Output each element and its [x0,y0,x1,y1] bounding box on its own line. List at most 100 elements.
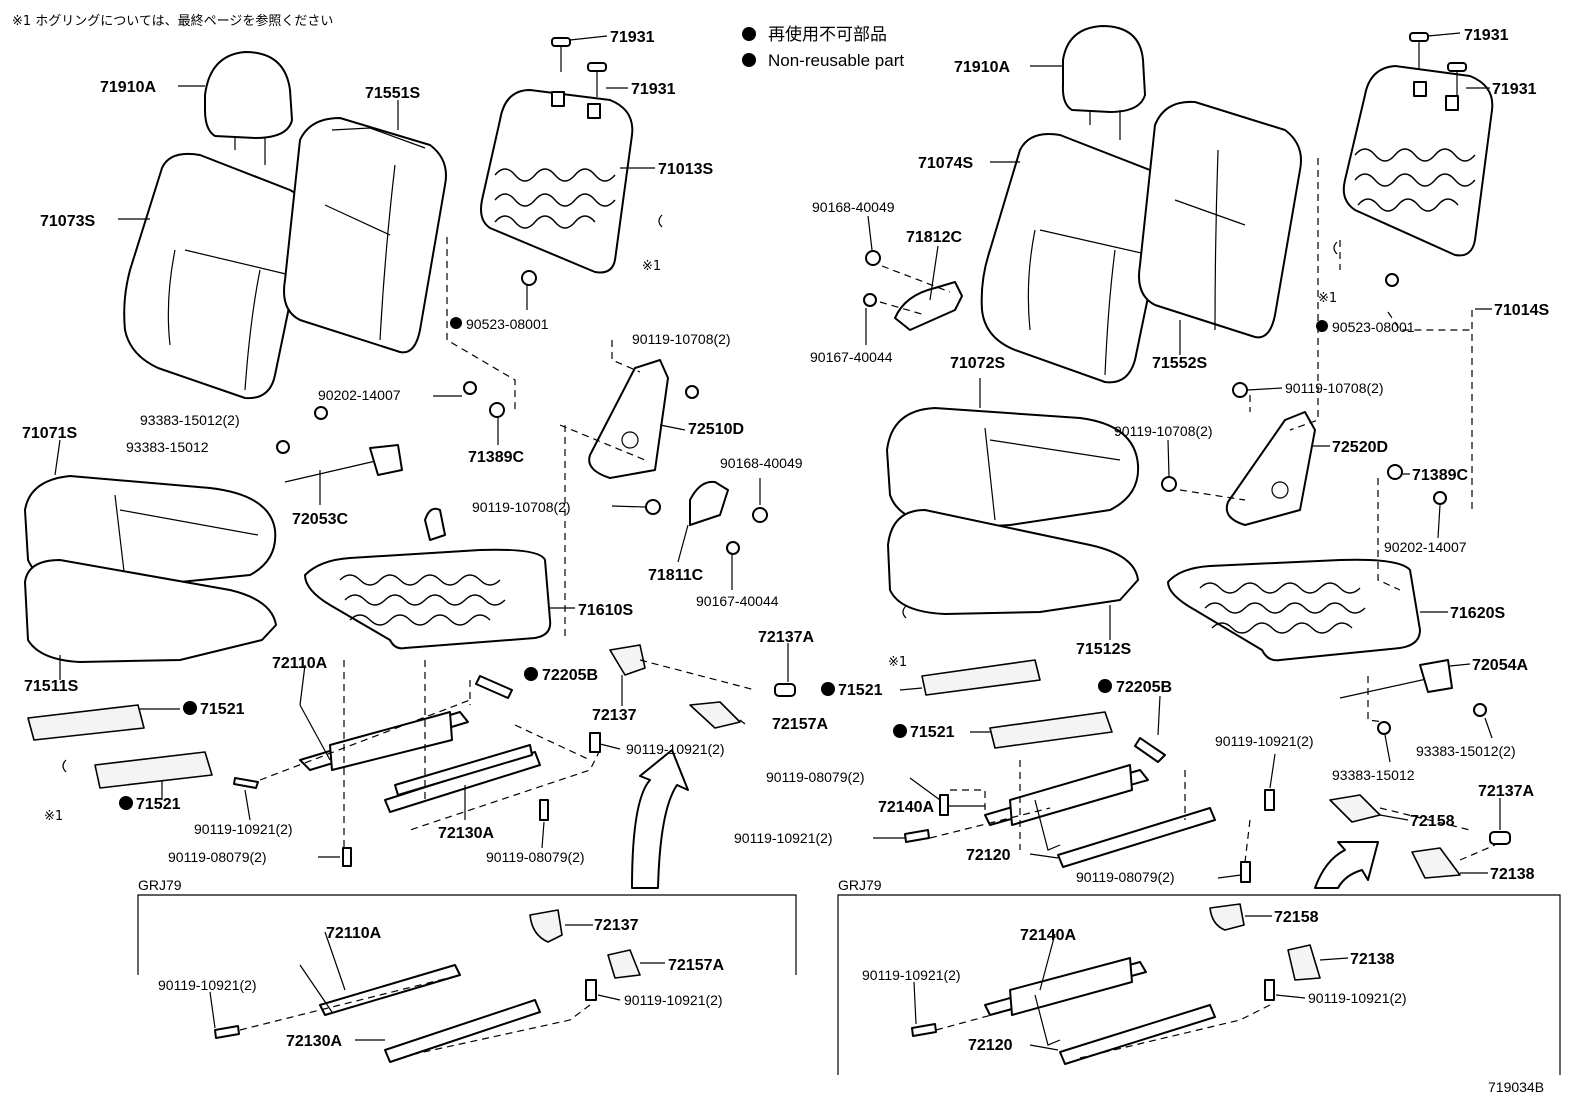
label-90119-10708: 90119-10708(2) [1285,380,1384,396]
legend-bullet-icon [742,53,756,67]
label-72137A: 72137A [1478,783,1534,800]
nut-icon [752,507,768,523]
cover-72137-grj79 [529,909,563,943]
pad-71521 [989,711,1113,749]
label-71521: 71521 [200,701,245,718]
label-90119-08079: 90119-08079(2) [168,849,267,865]
label-72130A: 72130A [438,825,494,842]
label-71512S: 71512S [1076,641,1131,658]
seatback-cover-left [123,152,307,400]
label-71931: 71931 [631,81,676,98]
nut-icon [1387,464,1403,480]
label-90119-10921-grj79: 90119-10921(2) [1308,990,1407,1006]
label-71620S: 71620S [1450,605,1505,622]
non-reusable-bullet-icon [821,682,835,696]
nut-icon [685,385,699,399]
label-72137-grj79: 72137 [594,917,639,934]
label-71389C: 71389C [1412,467,1468,484]
label-72120: 72120 [966,847,1011,864]
label-71931: 71931 [1464,27,1509,44]
seatback-frame-right [1342,65,1494,257]
headrest-left [204,51,293,165]
label-71521: 71521 [910,724,955,741]
label-90523-08001: 90523-08001 [1332,319,1415,335]
cover-72157A [689,701,741,729]
label-72053C: 72053C [292,511,348,528]
label-71389C: 71389C [468,449,524,466]
hinge-bracket-right [1225,411,1316,526]
label-72130A-grj79: 72130A [286,1033,342,1050]
seatback-rear-left [283,117,447,354]
label-90119-10921-grj79: 90119-10921(2) [158,977,257,993]
nut-icon [726,541,740,555]
label-90119-10921-grj79: 90119-10921(2) [624,992,723,1008]
bolt-icon [1240,861,1251,883]
nut-icon [863,293,877,307]
cover-72138-grj79 [1287,944,1321,981]
label-71014S: 71014S [1494,302,1549,319]
bolt-icon [233,777,259,789]
seat-cushion-left [24,475,277,663]
label-72157A-grj79: 72157A [668,957,724,974]
label-93383-15012: 93383-15012 [126,439,209,455]
label-72110A: 72110A [272,655,328,672]
seatback-frame-left [480,89,634,274]
label-72137: 72137 [592,707,637,724]
pad-71521 [921,659,1041,696]
label-71073S: 71073S [40,213,95,230]
nut-icon [463,381,477,395]
lever-rod-72054A [1339,659,1453,699]
nut-icon [314,406,328,420]
label-71610S: 71610S [578,602,633,619]
label-71013S: 71013S [658,161,713,178]
seat-track-72140A-grj79 [984,957,1147,1016]
label-72140A-grj79: 72140A [1020,927,1076,944]
label-72205B: 72205B [542,667,598,684]
headrest-right [1061,25,1146,140]
seat-track-72130A-grj79 [384,999,541,1063]
nut-icon [1232,382,1248,398]
label-72138-grj79: 72138 [1350,951,1395,968]
cover-72157A-grj79 [607,949,641,979]
label-71511S: 71511S [24,678,79,695]
section-label-grj79: GRJ79 [138,877,182,893]
hinge-bracket-left [588,359,669,479]
hog-ring-note: ※1 ホグリングについては、最終ページを参照ください [12,13,333,29]
label-90202-14007: 90202-14007 [1384,539,1467,555]
label-71071S: 71071S [22,425,77,442]
cushion-frame-left [304,507,552,650]
label-90119-10921: 90119-10921(2) [194,821,293,837]
bolt-icon [1264,789,1275,811]
label-90119-10708: 90119-10708(2) [632,331,731,347]
seat-track-72110A [299,704,469,771]
non-reusable-bullet-icon [450,317,462,329]
section-label-grj79: GRJ79 [838,877,882,893]
non-reusable-bullet-icon [524,667,538,681]
label-71521: 71521 [838,682,883,699]
label-71812C: 71812C [906,229,962,246]
bolt-icon [551,37,571,72]
nut-icon [1473,703,1487,717]
nut-icon [1433,491,1447,505]
label-90167-40044: 90167-40044 [810,349,893,365]
pad-71521 [94,751,213,789]
label-71910A: 71910A [100,79,156,96]
nut-icon [1385,273,1399,287]
nut-icon [489,402,505,418]
hog-ring-mark: ※1 [642,259,661,274]
label-72158-grj79: 72158 [1274,909,1319,926]
non-reusable-bullet-icon [183,701,197,715]
label-90202-14007: 90202-14007 [318,387,401,403]
legend-ja: 再使用不可部品 [768,24,887,44]
label-72205B: 72205B [1116,679,1172,696]
cover-72158-grj79 [1209,903,1245,931]
figure-code: 719034B [1488,1079,1544,1095]
bolt-icon [214,1025,240,1039]
bolt-icon [587,62,607,97]
bolt-icon [939,794,949,816]
bolt-icon [585,979,597,1001]
bolt-icon [1447,62,1467,97]
seat-cushion-right [886,407,1140,615]
label-72120-grj79: 72120 [968,1037,1013,1054]
